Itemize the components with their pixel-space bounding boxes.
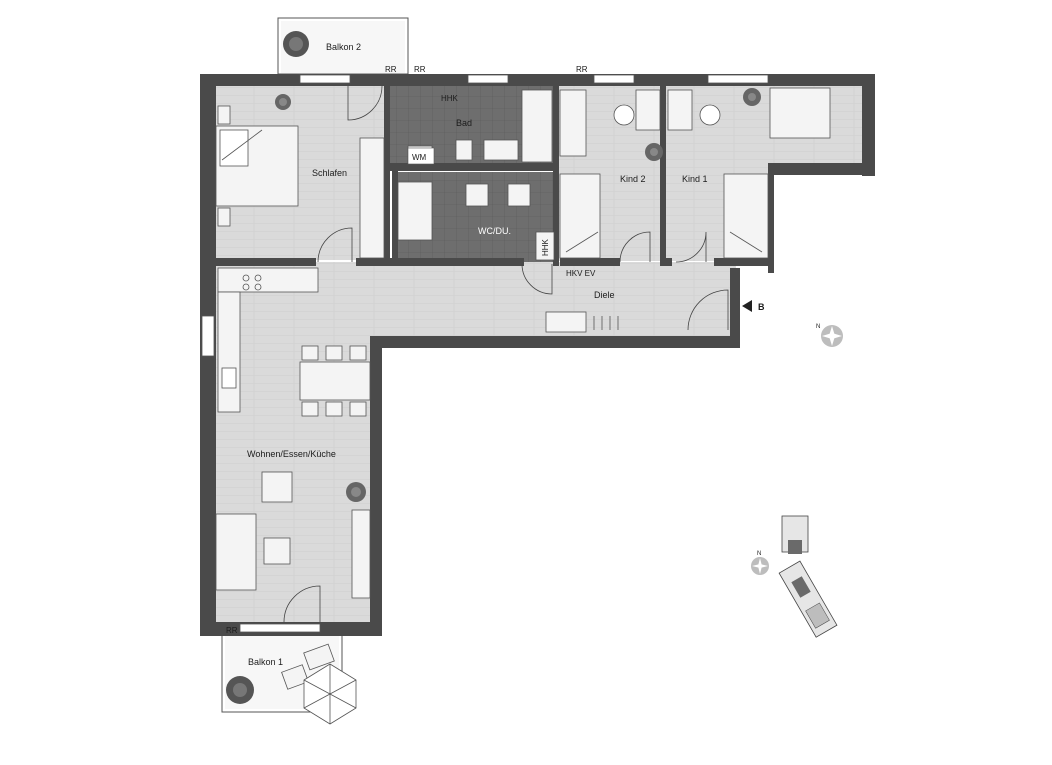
plant-icon bbox=[346, 482, 366, 502]
plant-icon bbox=[283, 31, 309, 57]
entrance-label: B bbox=[758, 302, 765, 312]
balkon-2-label: Balkon 2 bbox=[326, 42, 361, 52]
balkon-1-label: Balkon 1 bbox=[248, 657, 283, 667]
wohnen-label: Wohnen/Essen/Küche bbox=[247, 449, 336, 459]
wc-fixtures bbox=[397, 181, 555, 261]
diele-label: Diele bbox=[594, 290, 615, 300]
rr-bad-label: RR bbox=[414, 65, 426, 74]
wm-label: WM bbox=[412, 153, 427, 162]
rr-kind2-label: RR bbox=[576, 65, 588, 74]
kinder-furniture bbox=[559, 87, 831, 259]
doors bbox=[283, 85, 729, 623]
north-site-label: N bbox=[757, 551, 761, 557]
kind-2-label: Kind 2 bbox=[620, 174, 646, 184]
rr-balkon1-label: RR bbox=[226, 626, 238, 635]
wohnen-furniture bbox=[215, 267, 371, 599]
hhk-wc-label: HHK bbox=[541, 238, 550, 256]
site-plan-icon bbox=[751, 515, 838, 638]
compass-icon bbox=[821, 325, 843, 347]
balkon-2 bbox=[277, 17, 409, 75]
technical-labels: HHK WM HHK HKV EV B RR RR RR RR N N bbox=[226, 65, 820, 635]
umbrella-icon bbox=[281, 643, 357, 725]
plant-icon bbox=[275, 94, 291, 110]
schlafen-label: Schlafen bbox=[312, 168, 347, 178]
rr-balkon2-label: RR bbox=[385, 65, 397, 74]
hhk-label: HHK bbox=[441, 94, 459, 103]
diele-furniture bbox=[545, 311, 619, 333]
plant-icon bbox=[743, 88, 761, 106]
plant-icon bbox=[226, 676, 254, 704]
entrance-arrow-icon bbox=[742, 300, 752, 312]
north-main-label: N bbox=[816, 324, 820, 330]
windows bbox=[201, 74, 769, 633]
room-labels: Balkon 2 Schlafen Bad Kind 2 Kind 1 WC/D… bbox=[247, 42, 708, 667]
schlafen-furniture bbox=[215, 105, 385, 259]
wc-label: WC/DU. bbox=[478, 226, 511, 236]
plant-icon bbox=[645, 143, 663, 161]
bad-label: Bad bbox=[456, 118, 472, 128]
kind-1-label: Kind 1 bbox=[682, 174, 708, 184]
hkv-ev-label: HKV EV bbox=[566, 269, 596, 278]
